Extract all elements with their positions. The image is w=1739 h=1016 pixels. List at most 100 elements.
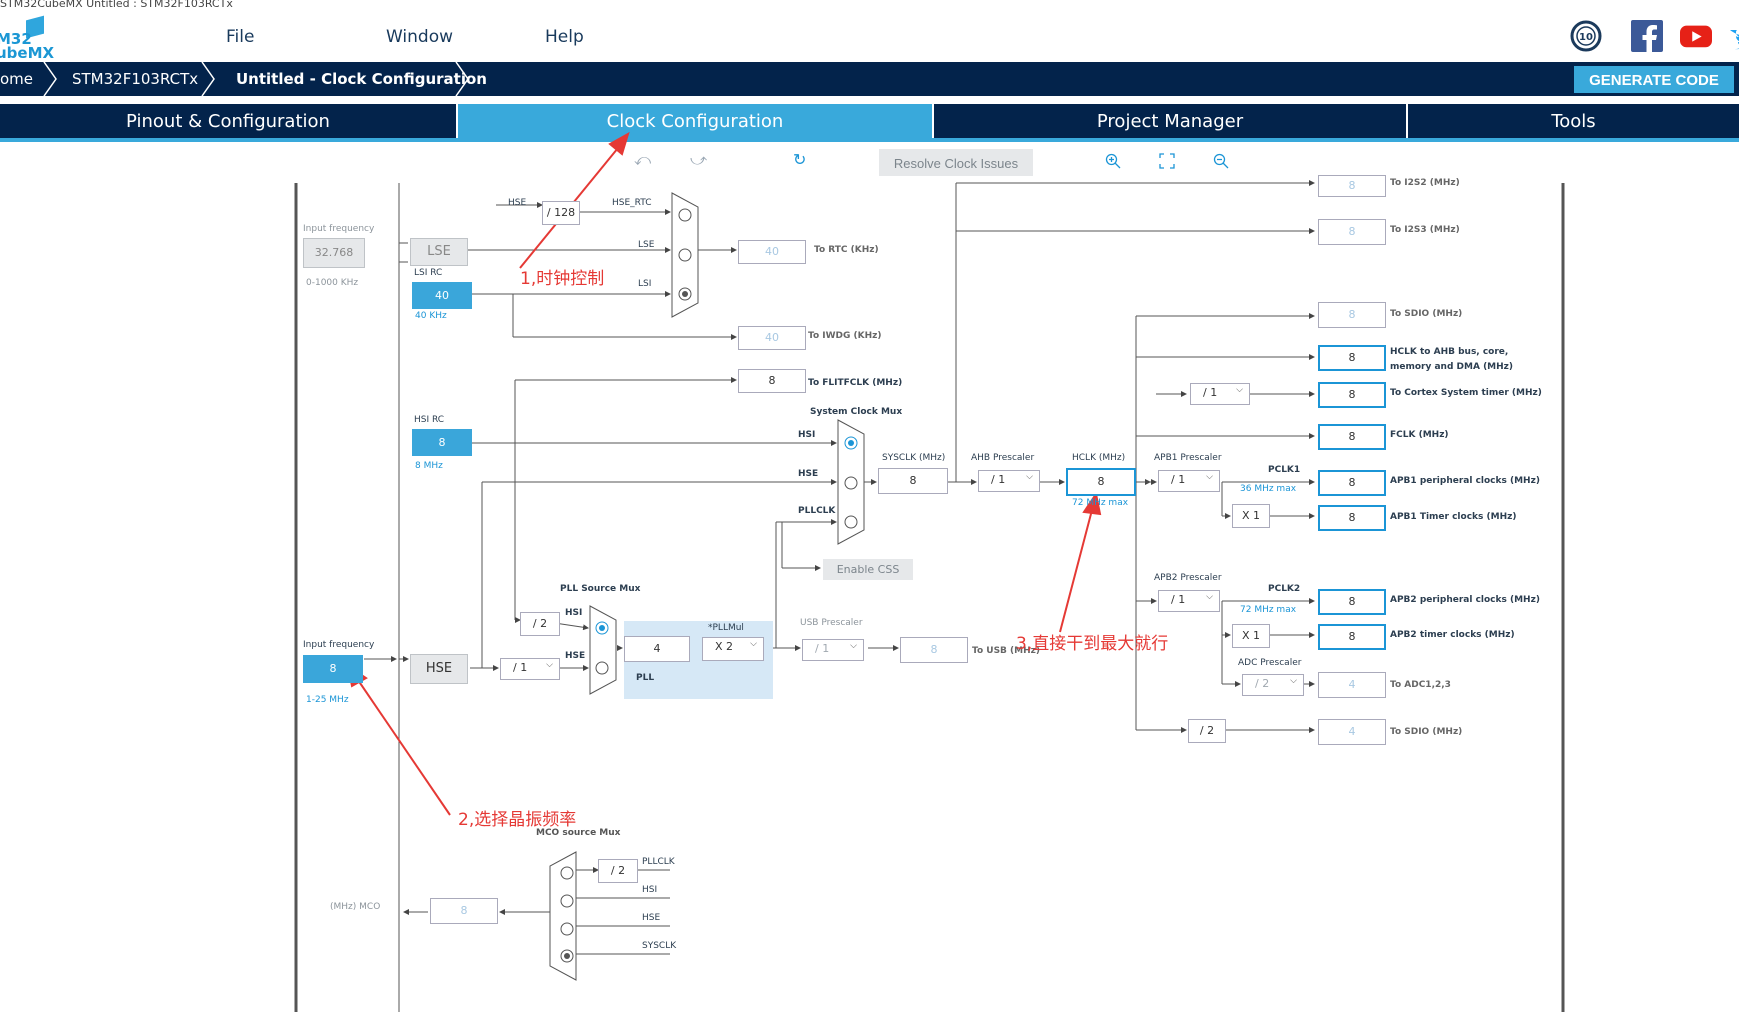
hse-input-label: Input frequency <box>303 640 375 650</box>
menu-file[interactable]: File <box>226 27 255 47</box>
ahb-prescaler-select[interactable]: / 1⌵ <box>978 470 1040 492</box>
enable-css-button[interactable]: Enable CSS <box>823 559 913 580</box>
generate-code-button[interactable]: GENERATE CODE <box>1574 66 1734 93</box>
pll-hsi-div2: / 2 <box>520 612 560 636</box>
apb1-periph-value: 8 <box>1318 470 1386 496</box>
resolve-clock-issues-button[interactable]: Resolve Clock Issues <box>879 149 1033 176</box>
usb-prescaler-label: USB Prescaler <box>800 618 863 628</box>
sys-mux-hsi: HSI <box>798 430 816 440</box>
lse-mux-label: LSE <box>638 240 655 250</box>
fit-icon[interactable] <box>1159 153 1175 169</box>
apb1-timer-mult: X 1 <box>1232 504 1270 528</box>
sdio-value: 8 <box>1318 302 1386 328</box>
menu-bar <box>0 10 1739 62</box>
usb-prescaler-select[interactable]: / 1⌵ <box>802 639 864 661</box>
pclk2-label: PCLK2 <box>1268 584 1301 594</box>
cortex-div-select[interactable]: / 1⌵ <box>1190 383 1250 405</box>
to-i2s2-label: To I2S2 (MHz) <box>1390 178 1460 188</box>
pllmul-label: *PLLMul <box>708 623 744 633</box>
annotation-clock-control: 1,时钟控制 <box>520 269 605 289</box>
hse-block: HSE <box>410 654 468 684</box>
breadcrumb-current: Untitled - Clock Configuration <box>236 70 487 88</box>
apb1-timer-value: 8 <box>1318 505 1386 531</box>
mco-mux-label: MCO source Mux <box>536 828 621 838</box>
ahb-prescaler-label: AHB Prescaler <box>971 453 1035 463</box>
i2s3-value: 8 <box>1318 219 1386 245</box>
to-adc-label: To ADC1,2,3 <box>1390 680 1451 690</box>
hse-prediv-select[interactable]: / 1⌵ <box>500 658 560 680</box>
apb1-timer-label: APB1 Timer clocks (MHz) <box>1390 512 1517 522</box>
tab-pinout[interactable]: Pinout & Configuration <box>126 111 330 132</box>
zoom-in-icon[interactable] <box>1105 153 1121 169</box>
pclk1-label: PCLK1 <box>1268 465 1301 475</box>
youtube-icon[interactable] <box>1680 20 1712 52</box>
apb2-periph-label: APB2 peripheral clocks (MHz) <box>1390 595 1540 605</box>
adc-prescaler-label: ADC Prescaler <box>1238 658 1302 668</box>
tab-clock[interactable]: Clock Configuration <box>458 104 932 140</box>
apb2-timer-mult: X 1 <box>1232 624 1270 648</box>
pllmul-select[interactable]: X 2⌵ <box>702 637 764 661</box>
mco-label: (MHz) MCO <box>330 902 381 912</box>
apb1-prescaler-select[interactable]: / 1⌵ <box>1158 470 1220 492</box>
pll-label: PLL <box>636 673 655 683</box>
lse-range: 0-1000 KHz <box>306 278 359 288</box>
annotation-max-speed: 3,直接干到最大就行 <box>1016 634 1169 654</box>
div128-box: / 128 <box>542 201 580 225</box>
apb2-prescaler-label: APB2 Prescaler <box>1154 573 1222 583</box>
pll-source-mux-label: PLL Source Mux <box>560 584 641 594</box>
tab-separator <box>1406 104 1408 140</box>
sys-mux-hse: HSE <box>798 469 819 479</box>
hsi-rc-label: HSI RC <box>414 415 445 425</box>
sysclk-value: 8 <box>878 468 948 494</box>
pll-value: 4 <box>624 636 690 662</box>
apb1-prescaler-label: APB1 Prescaler <box>1154 453 1222 463</box>
tab-project[interactable]: Project Manager <box>1096 111 1244 132</box>
menu-window[interactable]: Window <box>386 27 454 47</box>
app-logo: M32 ubeMX <box>0 15 55 62</box>
tab-separator <box>456 104 458 140</box>
hse-input-field[interactable]: 8 <box>303 655 363 683</box>
apb1-periph-label: APB1 peripheral clocks (MHz) <box>1390 476 1540 486</box>
mco-value: 8 <box>430 898 498 924</box>
iwdg-value: 40 <box>738 326 806 350</box>
tab-tools[interactable]: Tools <box>1551 111 1596 132</box>
sysclk-label: SYSCLK (MHz) <box>882 453 946 463</box>
redo-icon[interactable]: ⤻ <box>690 150 708 169</box>
adc-prescaler-select[interactable]: / 2⌵ <box>1242 674 1304 696</box>
anniversary-icon[interactable]: 10 <box>1570 20 1602 52</box>
hsi-value: 8 <box>412 429 472 456</box>
lsi-value: 40 <box>412 282 472 309</box>
apb2-prescaler-select[interactable]: / 1⌵ <box>1158 590 1220 612</box>
fclk-label: FCLK (MHz) <box>1390 430 1449 440</box>
hclk-input[interactable]: 8 <box>1066 468 1136 496</box>
mco-hsi: HSI <box>642 885 658 895</box>
tab-underline <box>0 138 1739 142</box>
breadcrumb-home[interactable]: ome <box>0 70 34 88</box>
fclk-value: 8 <box>1318 424 1386 450</box>
mco-pll-div2: / 2 <box>598 859 638 883</box>
hclk-ahb-label-1: HCLK to AHB bus, core, <box>1390 347 1509 357</box>
svg-text:10: 10 <box>1579 32 1593 43</box>
lsi-mux-label: LSI <box>638 279 652 289</box>
twitter-icon[interactable] <box>1726 20 1739 52</box>
lse-input-field[interactable]: 32.768 <box>303 238 365 268</box>
hse-range: 1-25 MHz <box>306 695 349 705</box>
flitfclk-value: 8 <box>738 369 806 393</box>
to-i2s3-label: To I2S3 (MHz) <box>1390 225 1460 235</box>
menu-help[interactable]: Help <box>545 27 584 47</box>
zoom-out-icon[interactable] <box>1213 153 1229 169</box>
breadcrumb <box>0 62 1739 96</box>
mco-hse: HSE <box>642 913 661 923</box>
refresh-icon[interactable]: ↻ <box>793 150 807 169</box>
to-flitfclk-label: To FLITFCLK (MHz) <box>808 378 903 388</box>
breadcrumb-device[interactable]: STM32F103RCTx <box>72 70 199 88</box>
apb2-timer-label: APB2 timer clocks (MHz) <box>1390 630 1515 640</box>
cortex-value: 8 <box>1318 382 1386 408</box>
undo-icon[interactable]: ⤺ <box>634 150 652 169</box>
to-iwdg-label: To IWDG (KHz) <box>808 331 882 341</box>
sys-mux-pllclk: PLLCLK <box>798 506 836 516</box>
usb-value: 8 <box>900 637 968 663</box>
tab-separator <box>932 104 934 140</box>
facebook-icon[interactable] <box>1631 20 1663 52</box>
